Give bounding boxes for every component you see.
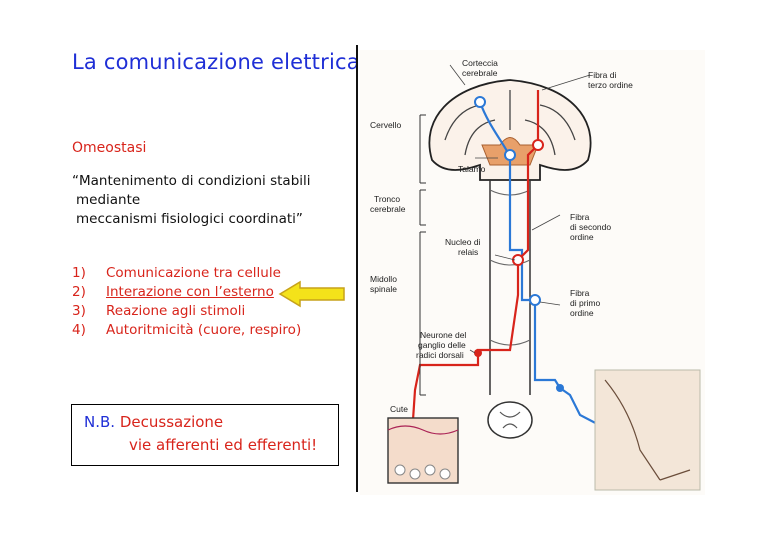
label-talamo: Talamo xyxy=(458,164,486,174)
section-subtitle: Omeostasi xyxy=(72,140,147,156)
sensory-pathway-diagram: Corteccia cerebrale Fibra di terzo ordin… xyxy=(360,50,705,495)
left-arrow-icon xyxy=(278,280,345,308)
list-item: 1)Comunicazione tra cellule xyxy=(72,265,281,281)
label-midollo-2: spinale xyxy=(370,284,397,294)
highlighted-link[interactable]: Interazione con l’esterno xyxy=(106,284,274,300)
label-nucleo-2: relais xyxy=(458,247,478,257)
label-neurone-1: Neurone del xyxy=(420,330,466,340)
label-corteccia: Corteccia xyxy=(462,58,498,68)
note-label: N.B. xyxy=(84,413,116,431)
slide-title: La comunicazione elettrica xyxy=(72,50,360,74)
label-nucleo-1: Nucleo di xyxy=(445,237,481,247)
divider-line xyxy=(356,45,358,492)
label-fibra-sec-2: di secondo xyxy=(570,222,611,232)
label-tronco-1: Tronco xyxy=(374,194,400,204)
note-line-1: Decussazione xyxy=(119,413,224,431)
label-neurone-2: ganglio delle xyxy=(418,340,466,350)
list-item[interactable]: 2)Interazione con l’esterno xyxy=(72,284,274,300)
label-fibra-sec-1: Fibra xyxy=(570,212,590,222)
note-line-2: vie afferenti ed efferenti! xyxy=(129,436,318,454)
spinal-cord xyxy=(489,180,531,395)
label-fibra-pri-1: Fibra xyxy=(570,288,590,298)
list-item: 3)Reazione agli stimoli xyxy=(72,303,246,319)
definition-quote: “Mantenimento di condizioni stabili medi… xyxy=(72,172,311,229)
label-fibra-terzo-1: Fibra di xyxy=(588,70,616,80)
label-neurone-3: radici dorsali xyxy=(416,350,464,360)
note-box: N.B. Decussazione vie afferenti ed effer… xyxy=(71,404,339,466)
label-fibra-sec-3: ordine xyxy=(570,232,594,242)
label-fibra-pri-2: di primo xyxy=(570,298,601,308)
label-cerebrale: cerebrale xyxy=(462,68,498,78)
function-list: 1)Comunicazione tra cellule 2)Interazion… xyxy=(72,264,301,340)
quote-line-2: mediante xyxy=(76,192,141,208)
label-fibra-terzo-2: terzo ordine xyxy=(588,80,633,90)
label-cervello: Cervello xyxy=(370,120,401,130)
red-pathway xyxy=(406,90,540,446)
quote-line-1: “Mantenimento di condizioni stabili xyxy=(72,173,311,189)
quote-line-3: meccanismi fisiologici coordinati” xyxy=(76,211,303,227)
label-tronco-2: cerebrale xyxy=(370,204,406,214)
label-midollo-1: Midollo xyxy=(370,274,397,284)
list-item: 4)Autoritmicità (cuore, respiro) xyxy=(72,322,302,338)
label-fibra-pri-3: ordine xyxy=(570,308,594,318)
label-cute: Cute xyxy=(390,404,408,414)
